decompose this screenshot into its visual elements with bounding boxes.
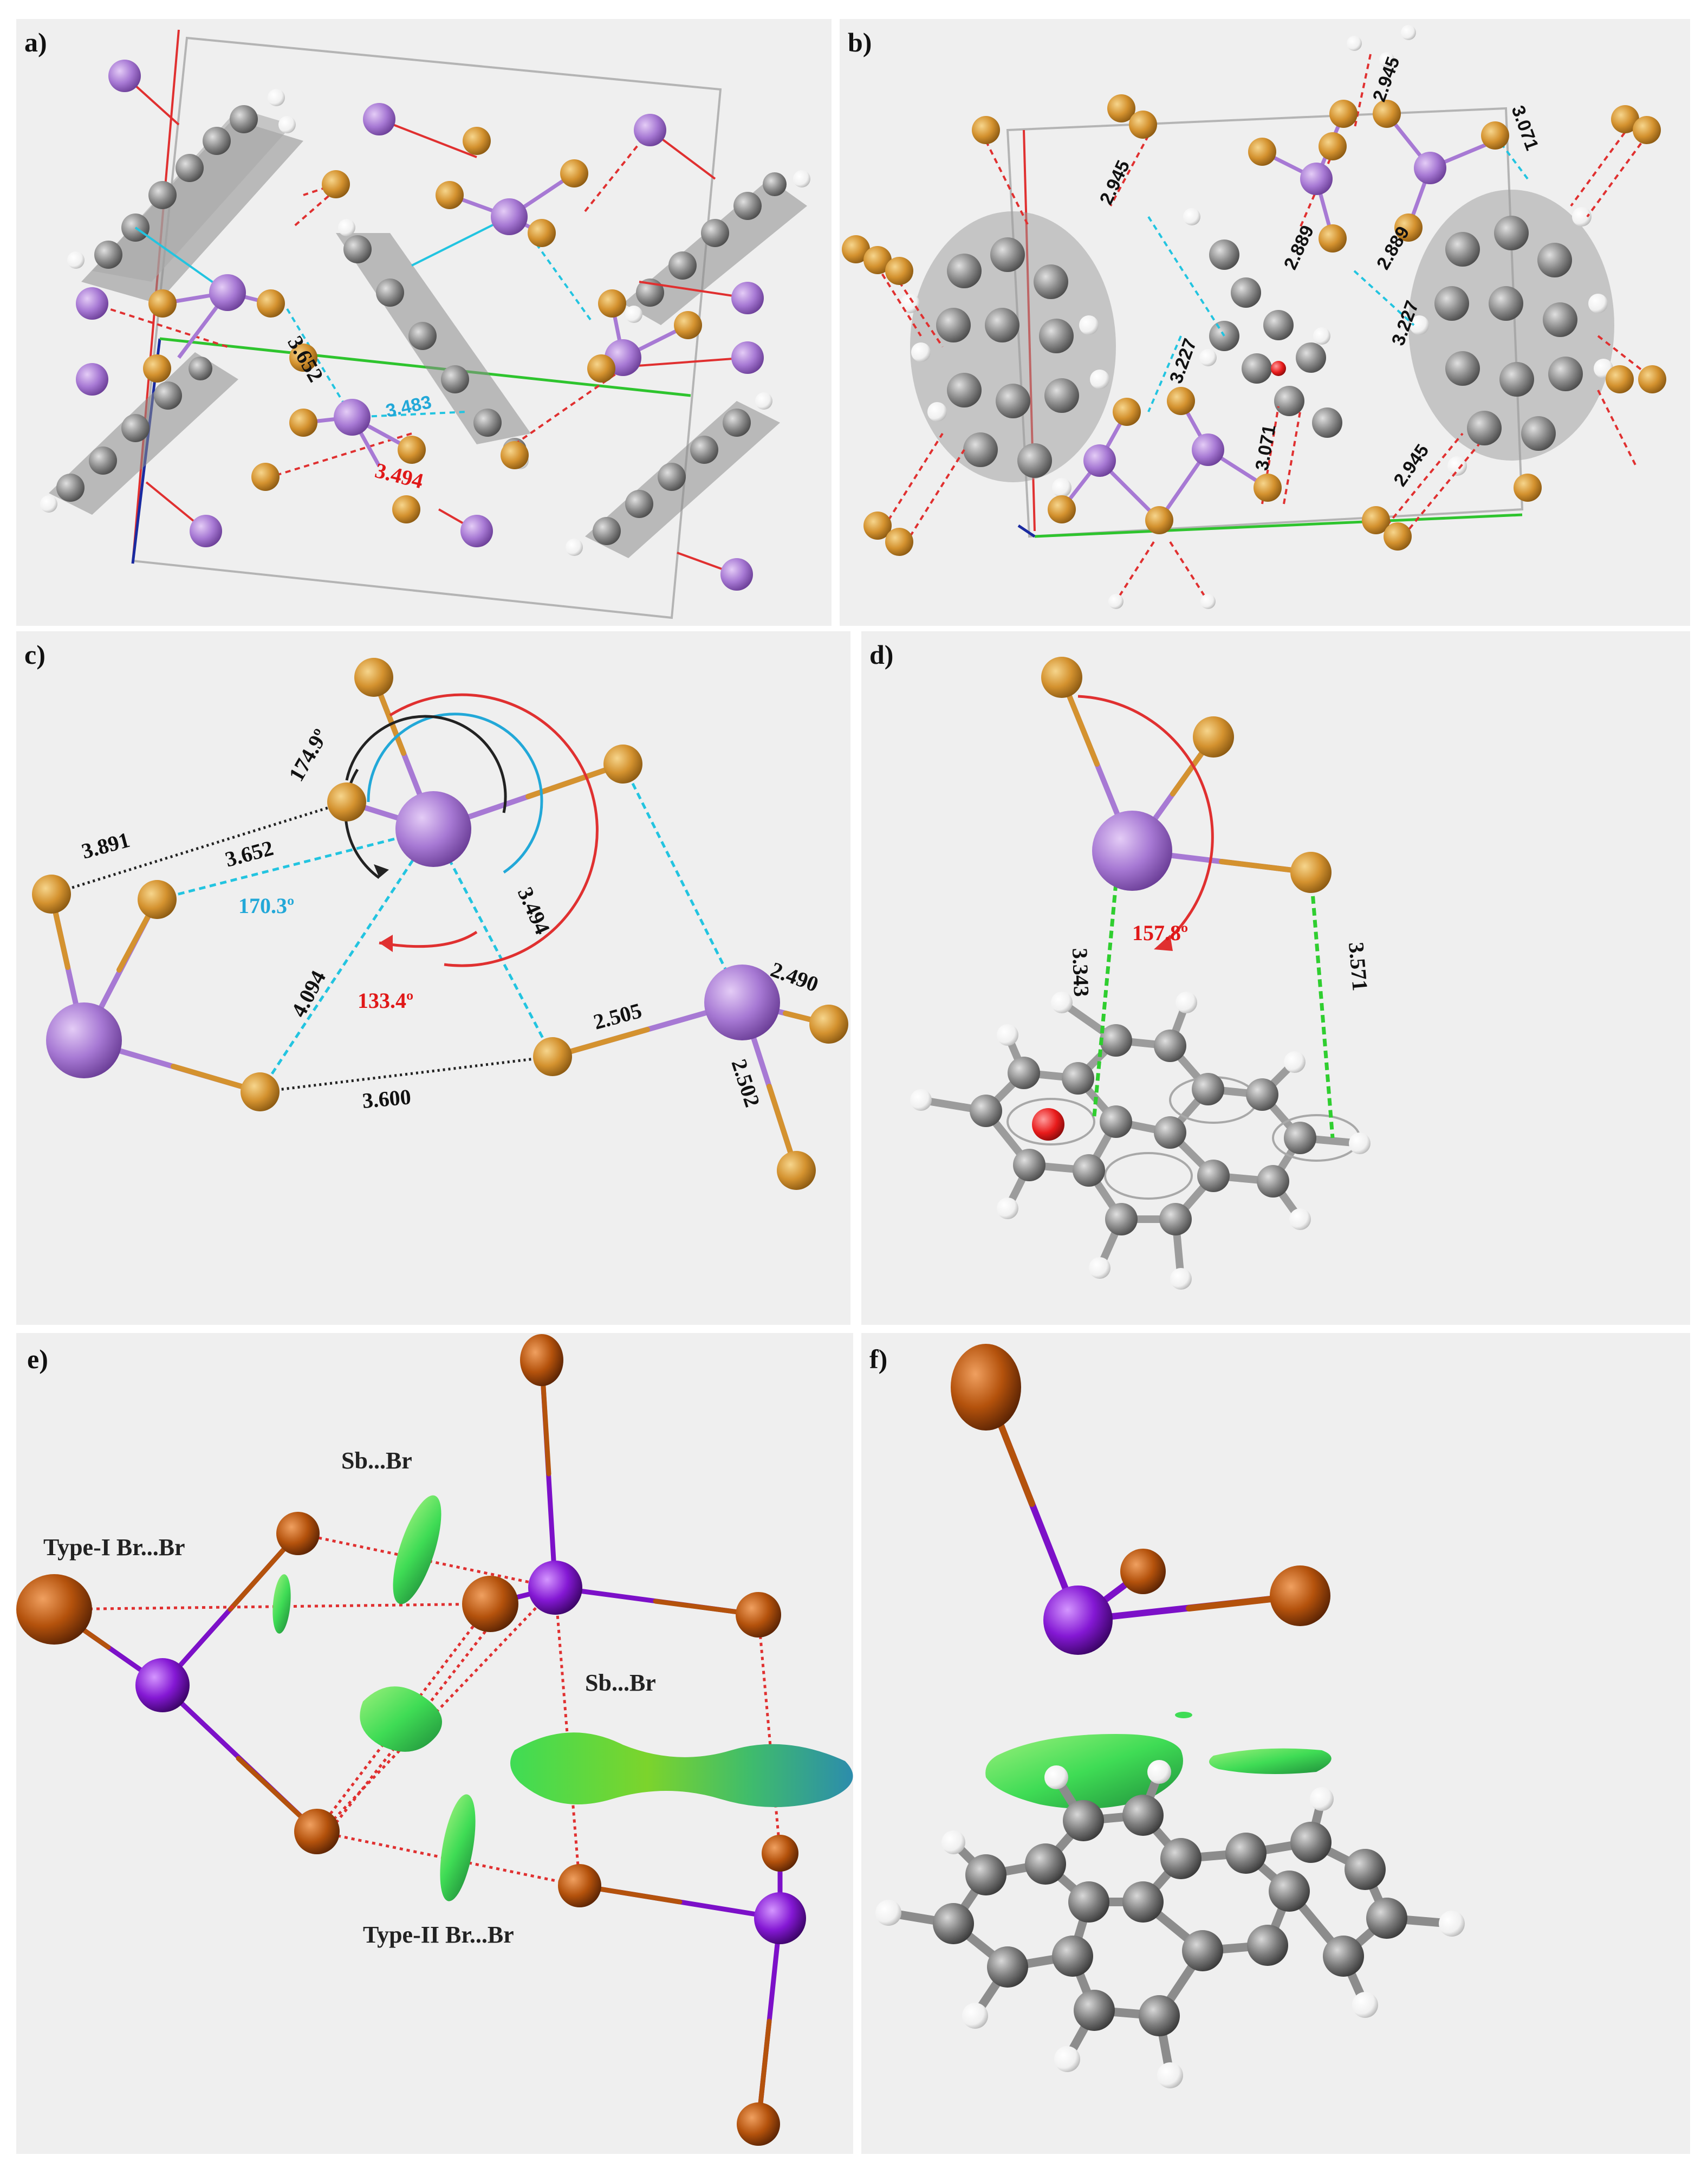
panel-c-contacts: [51, 763, 744, 1093]
panel-c-angle-1334: 133.4º: [358, 988, 413, 1013]
pyrene-block-right: [1408, 190, 1614, 476]
panel-b-label: b): [848, 27, 872, 57]
cell-axis-c-b: [1017, 524, 1036, 538]
panel-c: c): [24, 639, 848, 1190]
panel-f-pyrene: [875, 1760, 1465, 2088]
pyrene-stack-right-bottom: [566, 392, 780, 558]
panel-e-annotation-sb-br-top: Sb...Br: [341, 1447, 412, 1474]
panel-e-annotation-type-ii: Type-II Br...Br: [363, 1921, 514, 1948]
panel-e: e): [16, 1334, 853, 2146]
panel-c-distance-3600: 3.600: [361, 1084, 412, 1113]
panel-d-angle-1578: 157.8º: [1132, 921, 1188, 945]
pyrene-block-center: [1183, 208, 1342, 438]
panel-a-label: a): [24, 27, 47, 57]
panel-d-background: [861, 631, 1690, 1325]
panel-f-nci-surfaces: [985, 1712, 1332, 1809]
panel-f-label: f): [869, 1344, 887, 1374]
panel-d-distance-3343: 3.343: [1068, 948, 1094, 998]
pyrene-block-left: [900, 211, 1116, 497]
panel-d-distance-3571: 3.571: [1344, 941, 1373, 992]
panel-c-angle-1703: 170.3º: [238, 894, 294, 918]
panel-e-label: e): [27, 1344, 48, 1374]
panel-d-pi-contacts: [1092, 872, 1335, 1138]
panel-f: f): [869, 1344, 1465, 2088]
panel-f-atoms: [951, 1344, 1330, 1655]
panel-c-background: [16, 631, 850, 1325]
pyrene-stack-bottom-left: [40, 352, 238, 515]
panel-e-annotation-sb-br-right: Sb...Br: [585, 1669, 656, 1696]
panel-d: d): [869, 639, 1373, 1290]
panel-e-nci-surfaces: [272, 1495, 853, 1901]
panel-e-background: [16, 1333, 853, 2154]
panel-b-red-contacts: [866, 54, 1648, 603]
pyrene-stack-left: [67, 89, 303, 303]
unit-cell-outline: [131, 36, 722, 619]
panel-b-cyan-contacts: [1147, 134, 1529, 412]
panel-d-pyrene: [910, 992, 1371, 1290]
panel-d-label: d): [869, 639, 893, 670]
panel-a-atoms: [76, 60, 764, 591]
panel-c-label: c): [24, 639, 46, 670]
panel-a: a): [24, 27, 810, 619]
cell-axis-b-b: [1034, 513, 1523, 538]
panel-d-atoms: [1041, 657, 1332, 893]
panel-b-atoms: [842, 25, 1666, 609]
panel-c-atoms: [32, 658, 848, 1190]
panel-e-atoms: [16, 1334, 806, 2146]
panel-b: b): [842, 25, 1666, 609]
panel-f-background: [861, 1333, 1690, 2154]
panel-e-annotation-type-i: Type-I Br...Br: [43, 1534, 185, 1561]
panel-d-angle-arc: [1077, 695, 1214, 944]
pyrene-stack-right-top: [623, 170, 810, 325]
panel-d-angle-arrowhead: [1154, 935, 1173, 951]
